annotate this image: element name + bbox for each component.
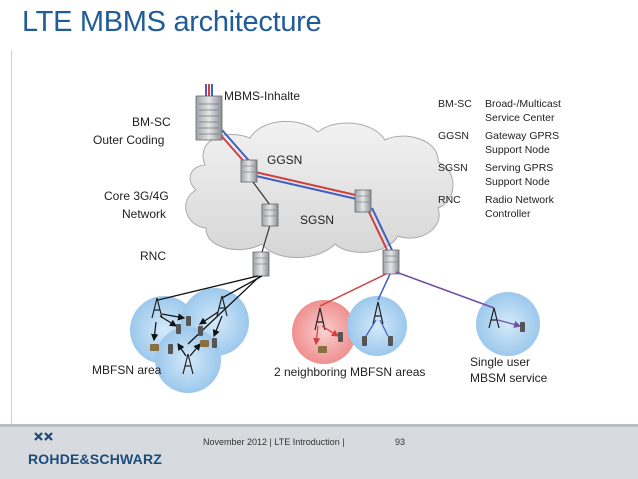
legend-abbr: BM-SC	[438, 98, 472, 110]
unicast-arrow	[497, 319, 522, 328]
footer-bar	[0, 424, 638, 479]
left-divider	[11, 50, 12, 425]
broadcast-arrows-blue	[365, 319, 389, 337]
architecture-diagram: MBMS-Inhalte BM-SC Outer Coding GGSN Cor…	[92, 84, 561, 393]
rnc2-link-purple	[395, 271, 495, 309]
legend-desc: Support Node	[485, 144, 550, 156]
core-link-ggsn-node	[249, 177, 271, 206]
rnc2-link-red	[319, 273, 387, 307]
label-sgsn: SGSN	[300, 213, 334, 227]
legend-desc: Radio Network	[485, 194, 555, 206]
rnc2-link-blue	[377, 273, 391, 301]
legend-desc: Serving GPRS	[485, 162, 553, 174]
slide-title: LTE MBMS architecture	[22, 6, 322, 38]
label-mbfsn-area: MBFSN area	[92, 363, 162, 377]
label-core-network-1: Core 3G/4G	[104, 189, 169, 203]
cell-blue-5	[476, 292, 540, 356]
legend-desc: Controller	[485, 208, 531, 220]
mbms-content-icon	[205, 84, 213, 96]
label-bmsc: BM-SC	[132, 115, 171, 129]
legend-abbr: SGSN	[438, 162, 468, 174]
core-link-node-rnc1	[261, 224, 271, 253]
page-number: 93	[395, 437, 406, 447]
label-ggsn: GGSN	[267, 153, 302, 167]
sgsn-server-icon	[354, 189, 372, 213]
core-link-ggsn-sgsn	[254, 171, 362, 201]
brand-wordmark: ROHDE&SCHWARZ	[28, 451, 163, 467]
label-mbsm-service: MBSM service	[470, 371, 548, 385]
legend-desc: Service Center	[485, 112, 555, 124]
legend-abbr: GGSN	[438, 130, 469, 142]
core-link-sgsn-rnc2	[367, 207, 393, 253]
rnc-server-icon	[252, 251, 270, 277]
label-neighboring-areas: 2 neighboring MBFSN areas	[274, 365, 425, 379]
core-link-bmsc-ggsn	[217, 129, 252, 166]
ue-icon	[150, 316, 525, 354]
legend-desc: Gateway GPRS	[485, 130, 559, 142]
footer-band	[0, 424, 638, 427]
label-mbms-content: MBMS-Inhalte	[224, 89, 300, 103]
core-node-server-icon	[261, 203, 279, 227]
broadcast-arrows-red	[313, 325, 340, 346]
cell-red	[292, 300, 356, 364]
rnc2-server-icon	[382, 249, 400, 275]
footer-text: November 2012 | LTE Introduction |	[203, 437, 345, 447]
cell-blue-3	[155, 327, 221, 393]
tower-icon	[151, 295, 500, 375]
label-outer-coding: Outer Coding	[93, 133, 164, 147]
legend-desc: Support Node	[485, 176, 550, 188]
legend: BM-SC Broad-/Multicast Service Center GG…	[438, 98, 561, 220]
broadcast-arrows-left	[151, 311, 223, 357]
legend-desc: Broad-/Multicast	[485, 98, 561, 110]
bmsc-server-icon	[195, 95, 223, 141]
rs-logo-icon	[34, 432, 53, 441]
ggsn-server-icon	[240, 159, 258, 183]
legend-abbr: RNC	[438, 194, 461, 206]
label-core-network-2: Network	[122, 207, 167, 221]
label-single-user: Single user	[470, 355, 530, 369]
label-rnc: RNC	[140, 249, 166, 263]
